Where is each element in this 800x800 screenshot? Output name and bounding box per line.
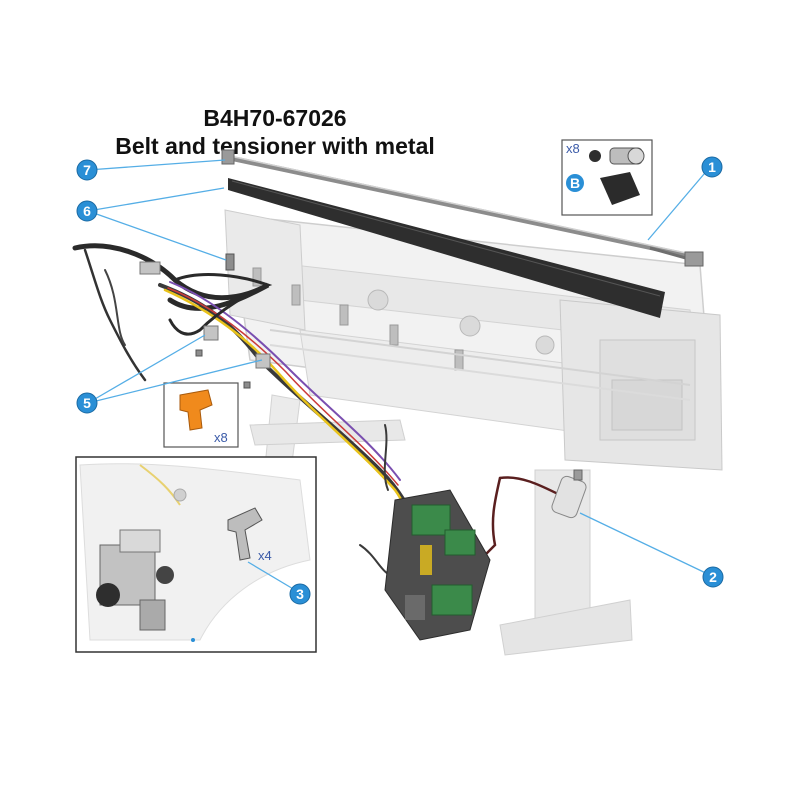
- callout-2-badge: [702, 566, 724, 588]
- callout-5-badge: [76, 392, 98, 414]
- inset-3-box: [75, 456, 317, 653]
- rod-part-7: [227, 155, 703, 261]
- cable-clamps: [139, 261, 271, 369]
- callout-7-badge: [76, 159, 98, 181]
- inset-b-box: [561, 139, 653, 216]
- inset-b-quantity: x8: [566, 141, 580, 156]
- callout-6-badge: [76, 200, 98, 222]
- callout-b-letter: B: [570, 175, 580, 191]
- callout-5-number: 5: [83, 395, 91, 411]
- callout-6-number: 6: [83, 203, 91, 219]
- callout-1-badge: [701, 156, 723, 178]
- printer-frame: [224, 209, 723, 656]
- callout-7-number: 7: [83, 162, 91, 178]
- callout-2-number: 2: [709, 569, 717, 585]
- clip-parts: [195, 253, 251, 389]
- callout-3-badge: [289, 583, 311, 605]
- callout-b-badge: [566, 174, 584, 192]
- callout-3-number: 3: [296, 586, 304, 602]
- callout-1-number: 1: [708, 159, 716, 175]
- callout-badges: [76, 156, 724, 605]
- sensor-part-2: [551, 469, 587, 519]
- inset-3-quantity: x4: [258, 548, 272, 563]
- part-number-title: B4H70-67026: [203, 105, 347, 131]
- part-description-title: Belt and tensioner with metal: [115, 133, 435, 159]
- inset-5-box: [163, 382, 239, 448]
- inset-5-quantity: x8: [214, 430, 228, 445]
- rail-part-1: [221, 149, 704, 267]
- leader-lines: [87, 159, 713, 594]
- pcb-assembly: [384, 489, 491, 641]
- belt-part-6: [228, 178, 665, 318]
